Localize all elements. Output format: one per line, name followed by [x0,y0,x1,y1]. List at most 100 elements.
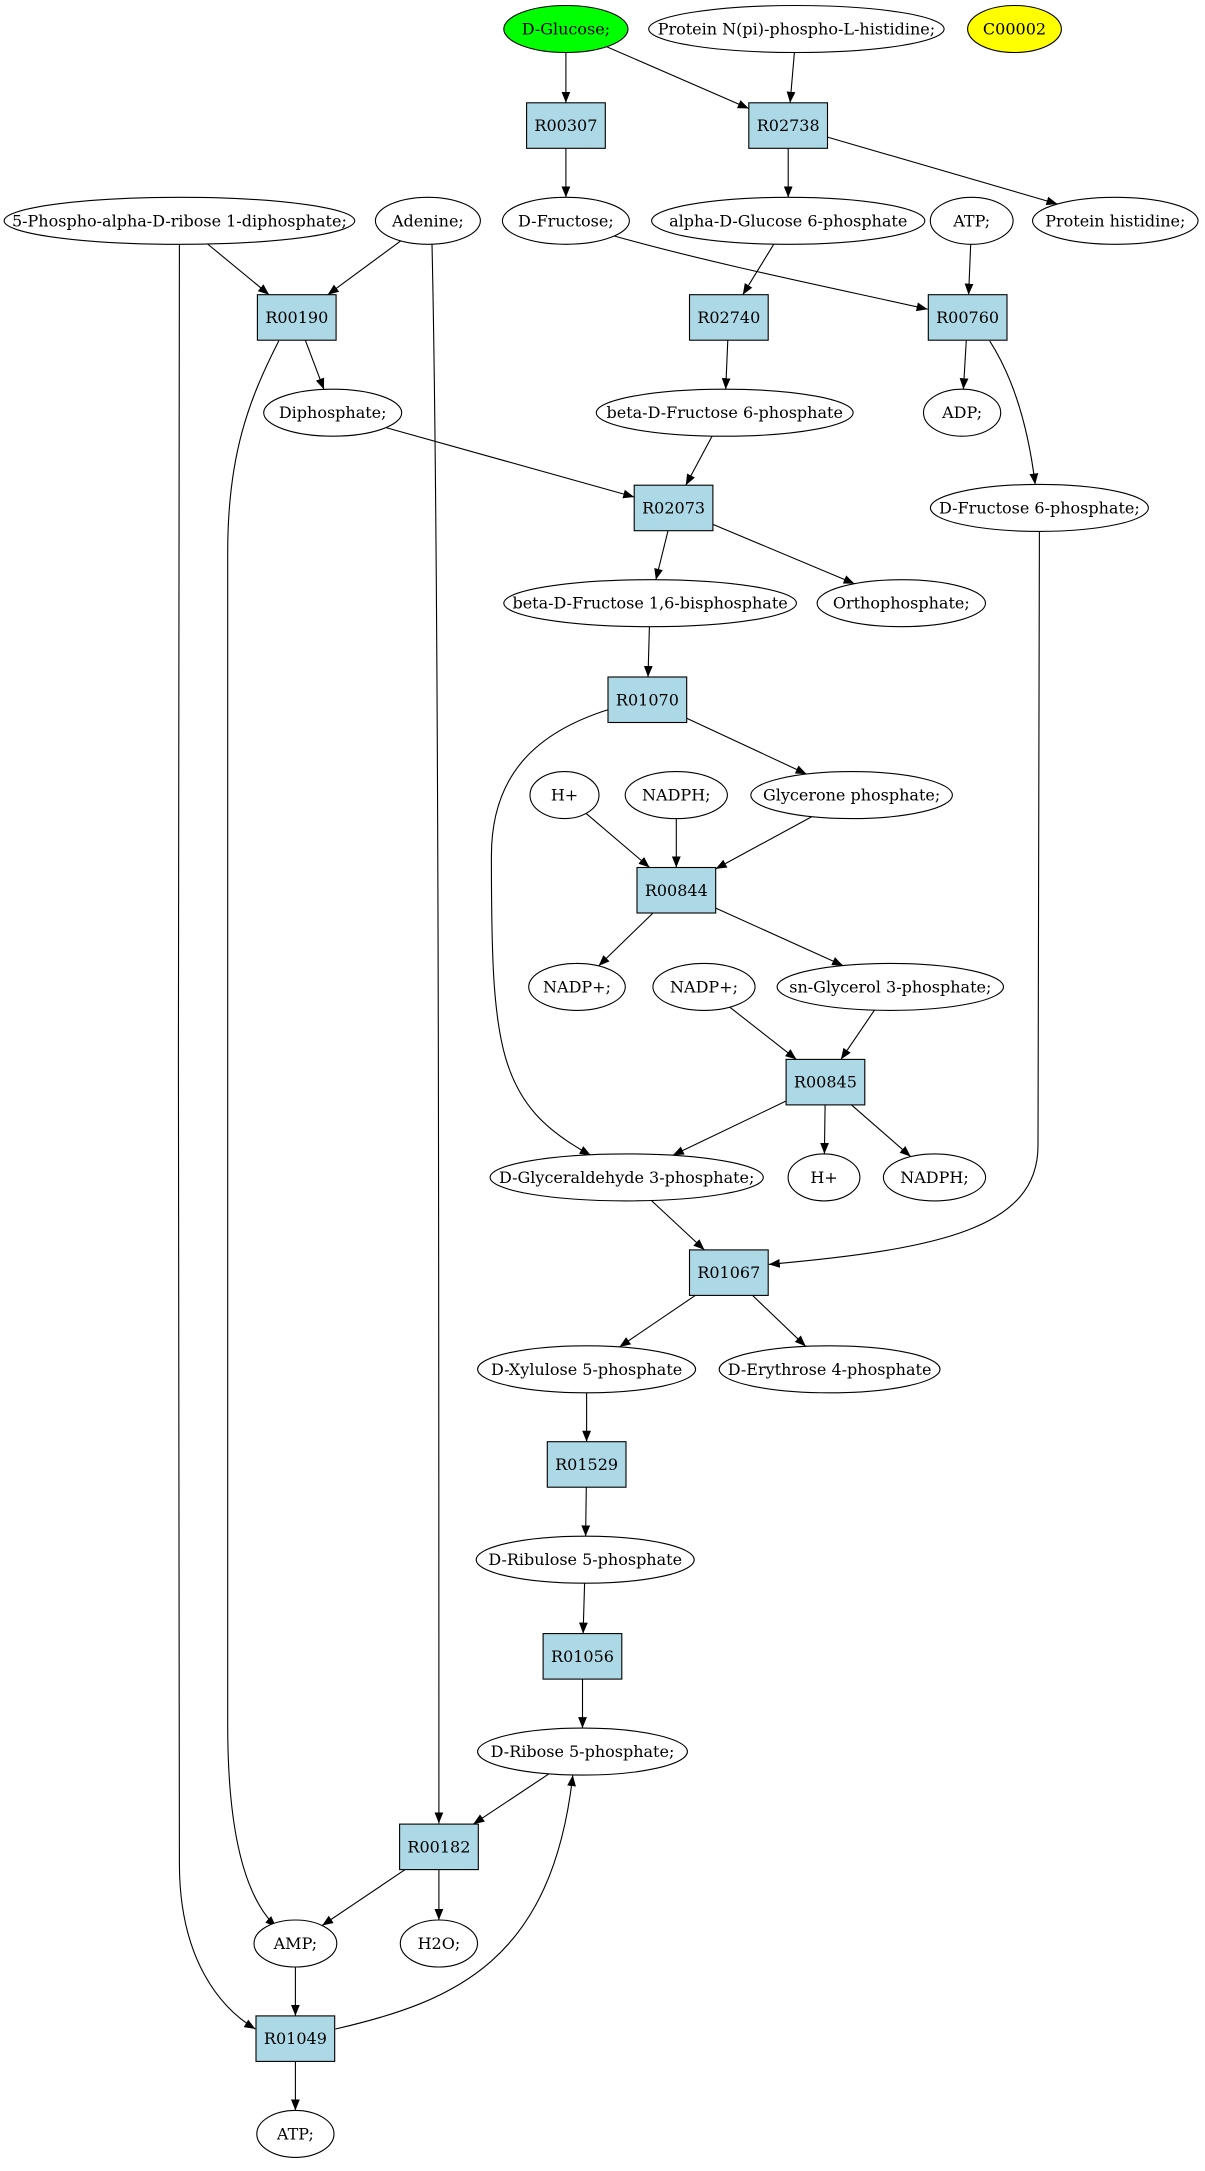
node-label: R01529 [555,1455,618,1474]
node-label: ATP; [952,211,990,230]
reaction-box [688,1249,769,1296]
compound-node-ag6p: alpha-D-Glucose 6-phosphate [651,196,926,245]
compound-node-protein_his: Protein histidine; [1031,196,1199,245]
reaction-box [927,294,1008,341]
reaction-box [633,484,714,532]
node-label: R00190 [265,308,328,327]
compound-ellipse [253,1919,338,1968]
compound-ellipse [776,962,1005,1011]
node-label: R01056 [551,1647,614,1666]
edge-glucose-to-r02738 [606,46,750,110]
compound-node-bf16bp: beta-D-Fructose 1,6-bisphosphate [503,579,797,628]
edge-prpp-to-r01049 [177,244,256,2030]
compound-ellipse [648,4,945,54]
compound-ellipse [374,196,481,245]
node-label: D-Xylulose 5-phosphate [491,1360,682,1379]
edge-r01067-to-xu5p [619,1294,696,1348]
reaction-box [542,1633,623,1680]
compound-ellipse [529,771,600,820]
compound-node-protein_nphos: Protein N(pi)-phospho-L-histidine; [648,4,945,54]
compound-node-adenine: Adenine; [374,196,481,245]
reaction-node-r00182: R00182 [399,1823,479,1871]
compound-node-c00002: C00002 [967,4,1062,54]
node-label: R01049 [264,2029,327,2048]
edge-snglycerol-to-r00845 [840,1009,875,1060]
compound-ellipse [967,4,1062,54]
compound-ellipse [652,962,756,1011]
compound-node-nadp1: NADP+; [528,962,626,1011]
edge-df6p-to-r01067 [768,531,1040,1268]
edge-fructose-to-r00760 [614,235,928,312]
compound-ellipse [256,2109,335,2158]
node-label: D-Glucose; [522,20,610,39]
compound-node-nadp2: NADP+; [652,962,756,1011]
edge-hplus1-to-r00844 [585,812,650,868]
compound-ellipse [787,1153,861,1202]
node-label: R01067 [697,1263,760,1282]
reaction-node-r00845: R00845 [785,1058,866,1106]
node-label: Diphosphate; [279,403,387,422]
compound-node-hplus1: H+ [529,771,600,820]
node-label: R02073 [642,498,705,517]
reaction-box [399,1823,479,1871]
node-label: Protein N(pi)-phospho-L-histidine; [658,20,935,39]
node-label: AMP; [273,1934,318,1953]
reaction-box [688,294,769,341]
compound-ellipse [528,962,626,1011]
edge-protein_nphos-to-r02738 [786,52,796,103]
node-label: D-Ribulose 5-phosphate [488,1550,682,1569]
edge-r01529-to-ru5p [581,1487,591,1537]
compound-node-r5p: D-Ribose 5-phosphate; [477,1727,688,1776]
compound-node-adp: ADP; [922,388,1002,437]
node-label: NADP+; [543,977,611,996]
node-label: NADPH; [900,1168,969,1187]
node-label: alpha-D-Glucose 6-phosphate [669,211,907,230]
node-label: Protein histidine; [1045,211,1185,230]
edge-bf16bp-to-r01070 [643,626,653,678]
compound-node-nadph1: NADPH; [624,771,728,820]
compound-node-amp: AMP; [253,1919,338,1968]
node-label: H+ [551,786,578,805]
node-label: R02738 [757,116,820,135]
reaction-box [255,2015,336,2062]
compound-node-glycerone: Glycerone phosphate; [750,771,953,820]
node-label: 5-Phospho-alpha-D-ribose 1-diphosphate; [12,211,347,230]
reaction-node-r00844: R00844 [636,866,717,914]
reaction-box [636,866,717,914]
edges-layer [177,46,1058,2111]
compound-node-nadph2: NADPH; [882,1153,987,1202]
reaction-node-r01049: R01049 [255,2015,336,2062]
node-label: H+ [810,1168,837,1187]
edge-prpp-to-r00190 [207,243,270,296]
reaction-node-r01067: R01067 [688,1249,769,1296]
edge-g3p-to-r01067 [651,1200,705,1251]
compound-ellipse [501,196,630,245]
compound-node-glucose: D-Glucose; [503,4,629,54]
compound-node-g3p: D-Glyceraldehyde 3-phosphate; [489,1153,764,1202]
nodes-layer: D-Glucose; Protein N(pi)-phospho-L-histid… [3,4,1199,2158]
compound-ellipse [816,579,987,628]
node-label: Adenine; [391,211,464,230]
node-label: R00307 [534,116,597,135]
reaction-box [785,1058,866,1106]
node-label: beta-D-Fructose 1,6-bisphosphate [512,594,787,613]
compound-node-orthophosphate: Orthophosphate; [816,579,987,628]
compound-ellipse [477,1345,697,1394]
node-label: ADP; [941,403,982,422]
reaction-box [607,676,688,724]
compound-ellipse [922,388,1002,437]
node-label: D-Glyceraldehyde 3-phosphate; [499,1168,754,1187]
edge-r01070-to-glycerone [686,717,807,775]
reaction-node-r02738: R02738 [748,102,829,149]
compound-node-df6p: D-Fructose 6-phosphate; [929,483,1149,532]
node-label: R01070 [616,690,679,709]
node-label: D-Fructose; [518,211,614,230]
node-label: NADP+; [670,977,738,996]
edge-ru5p-to-r01056 [579,1583,588,1634]
compound-node-diphosphate: Diphosphate; [263,388,403,437]
compound-ellipse [882,1153,987,1202]
compound-ellipse [718,1345,941,1394]
edge-r00845-to-hplus2 [820,1104,829,1154]
edge-nadp2-to-r00845 [729,1006,797,1060]
